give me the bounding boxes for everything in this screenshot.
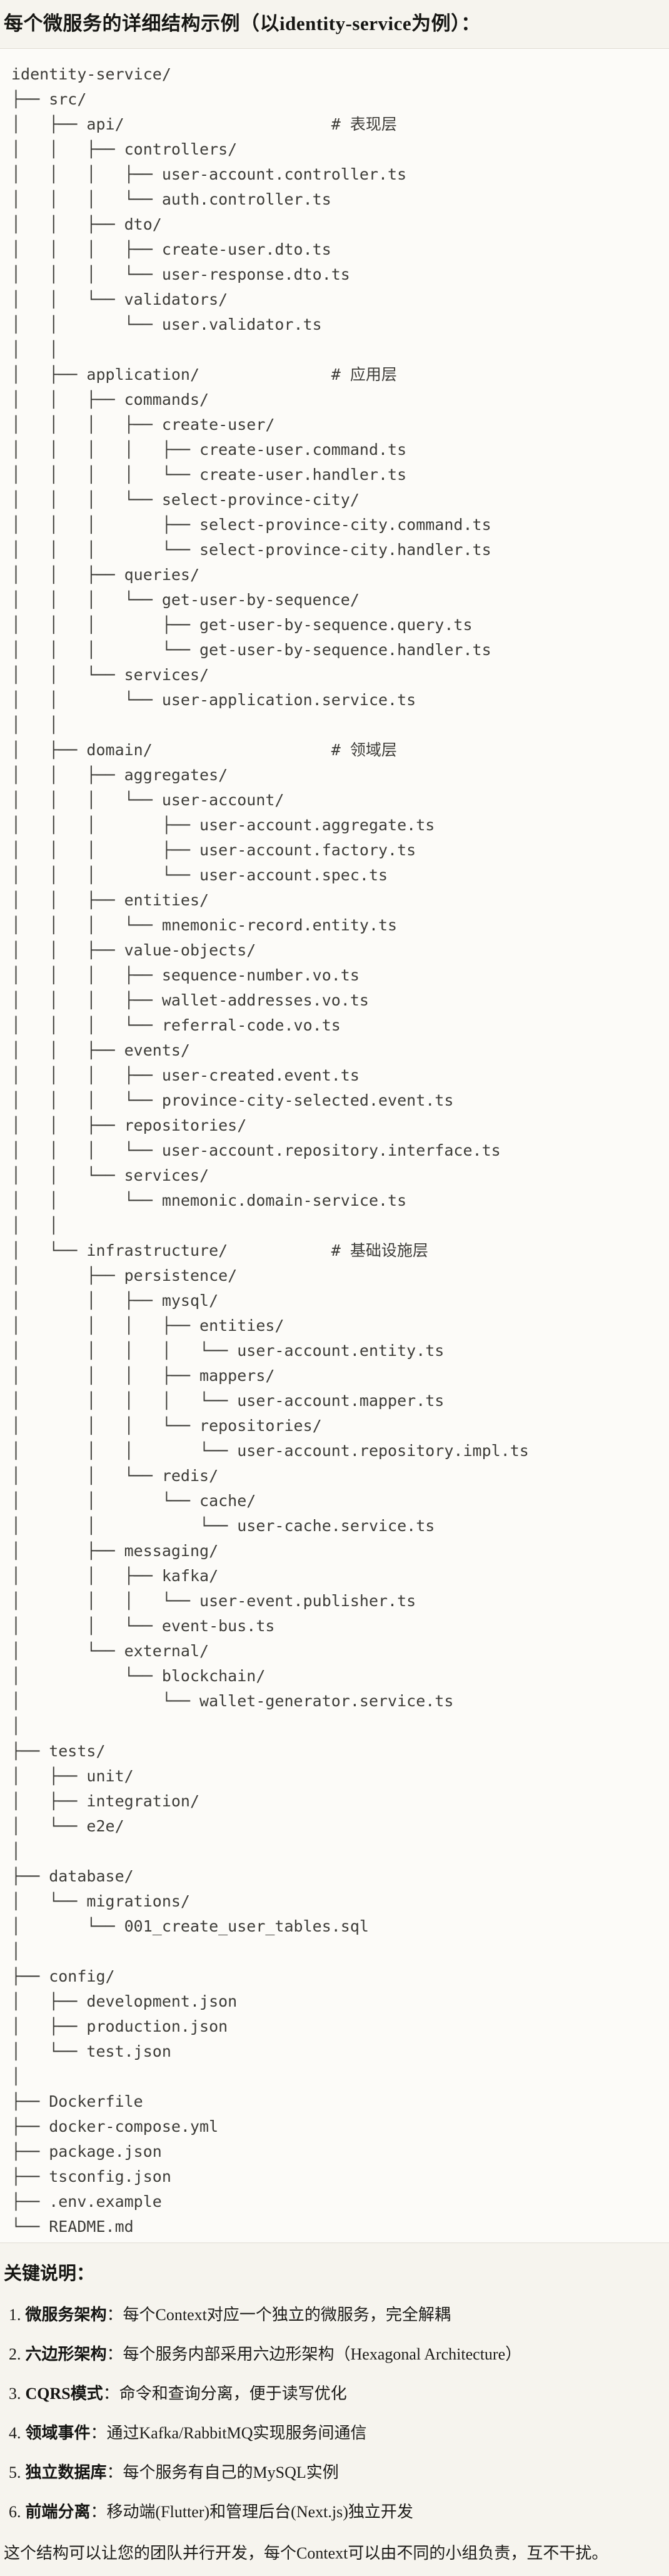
note-item-cqrs: 3.CQRS模式：命令和查询分离，便于读写优化 <box>4 2383 664 2405</box>
note-number: 4. <box>9 2424 21 2442</box>
note-number: 6. <box>9 2503 21 2521</box>
note-label: 微服务架构 <box>25 2306 107 2324</box>
note-text: ：每个Context对应一个独立的微服务，完全解耦 <box>106 2306 451 2324</box>
notes-section: 关键说明： 1.微服务架构：每个Context对应一个独立的微服务，完全解耦 2… <box>0 2261 669 2565</box>
note-label: 领域事件 <box>25 2424 91 2442</box>
note-item-hexagonal: 2.六边形架构：每个服务内部采用六边形架构（Hexagonal Architec… <box>4 2343 664 2366</box>
notes-heading: 关键说明： <box>4 2264 95 2284</box>
note-text: ：通过Kafka/RabbitMQ实现服务间通信 <box>90 2424 367 2442</box>
note-text: ：移动端(Flutter)和管理后台(Next.js)独立开发 <box>90 2503 413 2521</box>
note-number: 2. <box>9 2345 21 2363</box>
note-number: 3. <box>9 2385 21 2403</box>
note-item-domain-events: 4.领域事件：通过Kafka/RabbitMQ实现服务间通信 <box>4 2422 664 2445</box>
directory-tree: identity-service/ ├── src/ │ ├── api/ # … <box>11 65 529 2236</box>
note-label: 独立数据库 <box>25 2463 107 2482</box>
closing-paragraph: 这个结构可以让您的团队并行开发，每个Context可以由不同的小组负责，互不干扰… <box>4 2544 608 2562</box>
note-label: 前端分离 <box>25 2503 91 2521</box>
note-label: 六边形架构 <box>25 2345 107 2363</box>
note-item-independent-db: 5.独立数据库：每个服务有自己的MySQL实例 <box>4 2461 664 2484</box>
note-item-microservice: 1.微服务架构：每个Context对应一个独立的微服务，完全解耦 <box>4 2304 664 2326</box>
note-label: CQRS模式 <box>25 2385 103 2403</box>
note-text: ：每个服务有自己的MySQL实例 <box>106 2463 339 2482</box>
notes-list: 1.微服务架构：每个Context对应一个独立的微服务，完全解耦 2.六边形架构… <box>4 2304 664 2523</box>
note-number: 1. <box>9 2306 21 2324</box>
note-text: ：每个服务内部采用六边形架构（Hexagonal Architecture） <box>106 2345 522 2363</box>
note-number: 5. <box>9 2463 21 2482</box>
note-text: ：命令和查询分离，便于读写优化 <box>103 2385 347 2403</box>
code-block: identity-service/ ├── src/ │ ├── api/ # … <box>0 48 669 2243</box>
page-title: 每个微服务的详细结构示例（以identity-service为例）： <box>4 13 481 34</box>
note-item-frontend-split: 6.前端分离：移动端(Flutter)和管理后台(Next.js)独立开发 <box>4 2501 664 2523</box>
